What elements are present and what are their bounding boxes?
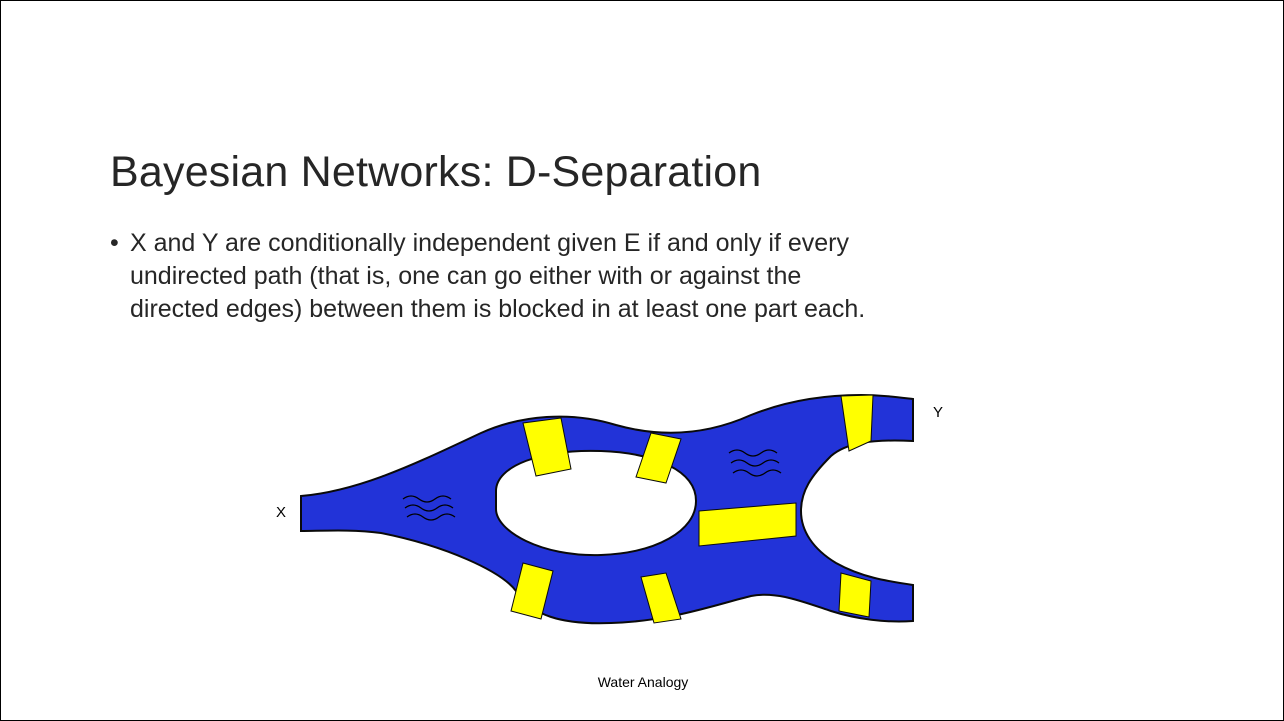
- water-analogy-diagram: [300, 393, 914, 625]
- valves: [510, 394, 874, 624]
- node-label-y: Y: [933, 404, 944, 421]
- bullet-point: • X and Y are conditionally independent …: [110, 227, 1230, 326]
- valve-bottom-1: [510, 562, 554, 620]
- bullet-text: X and Y are conditionally independent gi…: [130, 229, 866, 323]
- water-waves: [402, 449, 782, 521]
- valve-top-2: [635, 432, 682, 484]
- diagram-caption: Water Analogy: [597, 674, 689, 690]
- bullet-marker: •: [110, 229, 119, 257]
- node-label-x: X: [276, 504, 287, 521]
- valve-middle: [698, 502, 797, 547]
- slide-title: Bayesian Networks: D-Separation: [110, 148, 762, 196]
- valve-bottom-2: [640, 572, 682, 624]
- valve-top-right: [840, 394, 874, 452]
- valve-bottom-right: [838, 572, 872, 618]
- valve-top-1: [522, 417, 572, 477]
- pipe-network: [300, 393, 914, 625]
